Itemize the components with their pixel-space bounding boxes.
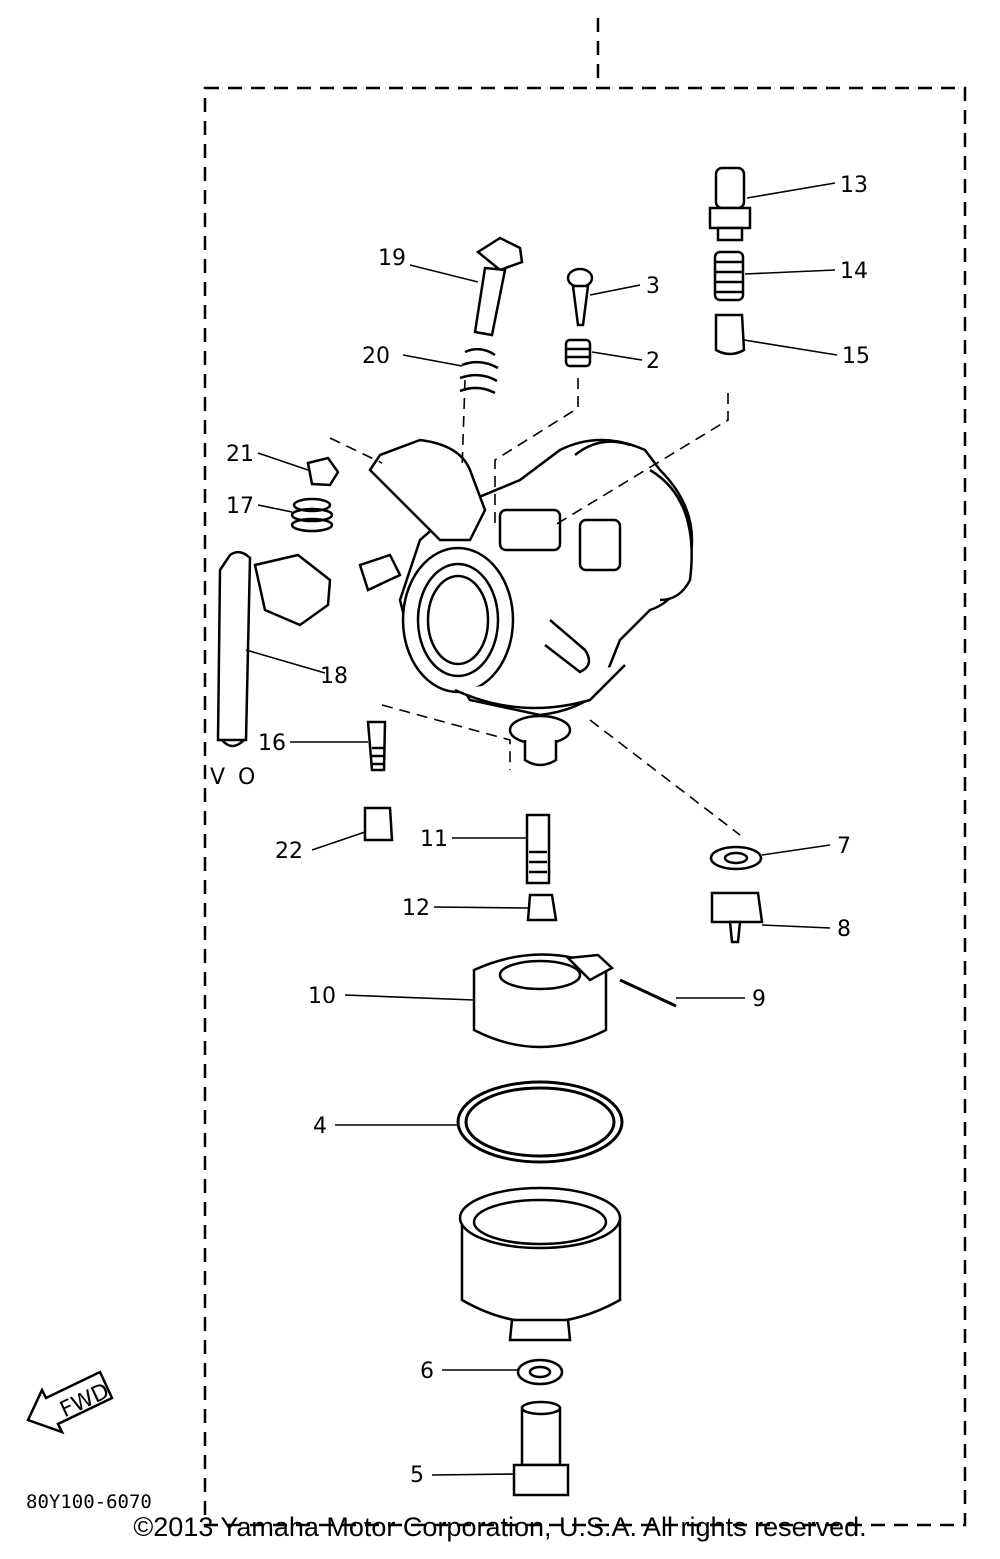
part-2-spring	[564, 338, 592, 368]
callout-18: 18	[320, 664, 348, 689]
assembly-boundary	[203, 18, 967, 1527]
callout-22: 22	[275, 839, 303, 864]
part-3-screw	[566, 267, 594, 327]
leader-lines	[245, 182, 838, 1476]
callout-12: 12	[402, 896, 430, 921]
callout-9: 9	[752, 987, 766, 1012]
part-10-float	[472, 953, 615, 1049]
part-14-spring	[713, 250, 745, 302]
part-16-pilot-jet	[366, 720, 387, 772]
callout-15: 15	[842, 344, 870, 369]
part-7-washer	[709, 845, 763, 871]
callout-14: 14	[840, 259, 868, 284]
part-8-needle-valve	[710, 891, 764, 944]
float-chamber	[458, 1186, 622, 1342]
callout-3: 3	[646, 274, 660, 299]
drawing-code: 80Y100-6070	[26, 1491, 152, 1513]
wire-label-v: V	[210, 765, 225, 790]
callout-13: 13	[840, 173, 868, 198]
wire-label-o: O	[238, 765, 255, 790]
callout-20: 20	[362, 344, 390, 369]
callout-21: 21	[226, 442, 254, 467]
callout-2: 2	[646, 349, 660, 374]
forward-arrow-icon: FWD	[26, 1370, 114, 1435]
part-12-main-jet	[526, 893, 558, 922]
part-20-spring	[459, 347, 499, 395]
callout-10: 10	[308, 984, 336, 1009]
part-22-cap	[363, 806, 394, 842]
part-13-adjuster	[708, 166, 752, 242]
part-21-nut	[306, 456, 340, 487]
callout-6: 6	[420, 1359, 434, 1384]
part-19-screw	[473, 236, 524, 337]
part-11-needle-jet	[525, 813, 551, 885]
callout-11: 11	[420, 827, 448, 852]
assembly-guide-lines	[329, 378, 741, 836]
callout-4: 4	[313, 1114, 327, 1139]
callout-8: 8	[837, 917, 851, 942]
callout-16: 16	[258, 731, 286, 756]
part-15-plunger	[714, 313, 746, 356]
part-4-gasket	[456, 1080, 624, 1164]
part-17-spring	[290, 497, 334, 533]
part-18-starter	[216, 550, 332, 748]
callout-labels: 2 3 4 5 6 7 8 9 10 11 12 13 14 15 16 17 …	[226, 173, 870, 1488]
part-5-drain-plug	[512, 1400, 570, 1497]
part-6-washer	[516, 1358, 564, 1386]
callout-7: 7	[837, 834, 851, 859]
callout-17: 17	[226, 494, 254, 519]
carburetor-body	[358, 438, 694, 767]
part-9-pin	[619, 978, 677, 1008]
callout-19: 19	[378, 246, 406, 271]
callout-5: 5	[410, 1463, 424, 1488]
copyright-notice: ©2013 Yamaha Motor Corporation, U.S.A. A…	[133, 1512, 867, 1542]
